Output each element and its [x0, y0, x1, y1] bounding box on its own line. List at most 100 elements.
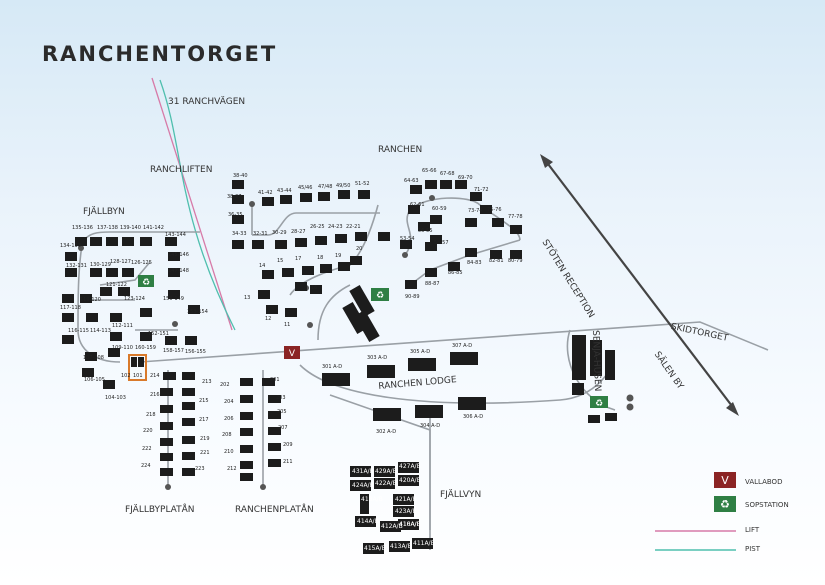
cabin-number: 60-59 [432, 206, 447, 212]
building [86, 313, 98, 322]
building [588, 415, 600, 423]
cabin-number: 214 [150, 373, 160, 379]
cabin-number: 82-81 [489, 258, 504, 264]
building [165, 336, 177, 345]
cabin-number: 101 [133, 373, 143, 379]
markers [78, 195, 634, 490]
building [182, 452, 195, 460]
building [492, 218, 504, 227]
legend-pist: PIST [745, 545, 761, 553]
cabin-number: 56-55 [418, 228, 433, 234]
cabin-number: 123-124 [124, 296, 145, 302]
building [280, 195, 292, 204]
cabin-number: 121-122 [106, 282, 127, 288]
cabin-number: 26-25 [310, 224, 325, 230]
cabin-number: 204 [224, 399, 234, 405]
cabin-number: 206 [224, 416, 234, 422]
building [295, 282, 307, 291]
cabin-number: 224 [141, 463, 151, 469]
building [440, 180, 452, 189]
cabin-number: 119-120 [80, 297, 101, 303]
building [268, 395, 281, 403]
cabin-number: 134-133 [60, 243, 81, 249]
area-senja: SENJA-HUSEN [590, 330, 603, 392]
cabin-number: 58-57 [434, 240, 449, 246]
map-title: RANCHENTORGET [42, 42, 278, 66]
cabin-number: 38-37 [227, 194, 242, 200]
building [350, 466, 371, 477]
cabin-number: 22-21 [346, 224, 361, 230]
building [393, 506, 414, 517]
building [90, 268, 102, 277]
cabin-number: 302 A-D [376, 429, 397, 435]
building [240, 428, 253, 436]
cabin-number: 143-144 [165, 232, 186, 238]
cabin-number: 75-76 [487, 207, 502, 213]
building [85, 352, 97, 361]
vallabod-marker-symbol: V [289, 349, 296, 359]
cabin-number: 221 [200, 450, 210, 456]
building [106, 237, 118, 246]
building [182, 402, 195, 410]
cabin-number: 28-27 [291, 229, 306, 235]
building [295, 238, 307, 247]
building [605, 350, 615, 380]
cabin-number: 15 [277, 258, 284, 264]
building [355, 232, 367, 241]
building [62, 313, 74, 322]
building [62, 335, 74, 344]
area-fjallvyn: FJÄLLVYN [440, 490, 482, 500]
building [465, 248, 477, 257]
cabin-number: 209 [283, 442, 293, 448]
cabin-number: 218 [146, 412, 156, 418]
building [108, 348, 120, 357]
building [400, 240, 412, 249]
cabin-number: 152-151 [148, 331, 169, 337]
cabin-number: 65-66 [422, 168, 437, 174]
building [103, 380, 115, 389]
cabin-number: 77-78 [508, 214, 523, 220]
building [430, 215, 442, 224]
cabin-number: 71-72 [474, 187, 489, 193]
building [374, 478, 395, 489]
building [131, 357, 137, 367]
cabin-number: 20 [356, 246, 363, 252]
cabin-number: 422A/B [375, 480, 397, 487]
cabin-number: 416A/B [399, 521, 421, 528]
building [338, 190, 350, 199]
legend-vallabod-symbol: V [721, 474, 729, 487]
building [480, 205, 492, 214]
cabin-number: 86-85 [448, 270, 463, 276]
cabin-number: 307 A-D [452, 343, 473, 349]
area-fjallbyn: FJÄLLBYN [83, 207, 125, 217]
building [425, 242, 437, 251]
building [268, 443, 281, 451]
building [140, 237, 152, 246]
building [572, 383, 584, 395]
cabin-number: 424A/B [352, 482, 374, 489]
building [302, 266, 314, 275]
building [590, 340, 602, 376]
building [300, 193, 312, 202]
building [182, 372, 195, 380]
cabin-number: 145-146 [168, 252, 189, 258]
building [240, 378, 253, 386]
cabin-number: 211 [283, 459, 293, 465]
building [182, 436, 195, 444]
building [268, 411, 281, 419]
area-ranchen: RANCHEN [378, 145, 423, 155]
building [398, 475, 419, 486]
building [268, 459, 281, 467]
building [350, 256, 362, 265]
cabin-number: 47/48 [318, 184, 333, 190]
building [349, 285, 375, 317]
lift-line [151, 77, 233, 331]
cabin-number: 429A/B [375, 468, 397, 475]
building [185, 336, 197, 345]
building [355, 516, 376, 527]
building [168, 252, 180, 261]
pist-line [159, 79, 236, 331]
cabin-number: 203 [276, 395, 286, 401]
cabin-number: 112-111 [112, 323, 133, 329]
